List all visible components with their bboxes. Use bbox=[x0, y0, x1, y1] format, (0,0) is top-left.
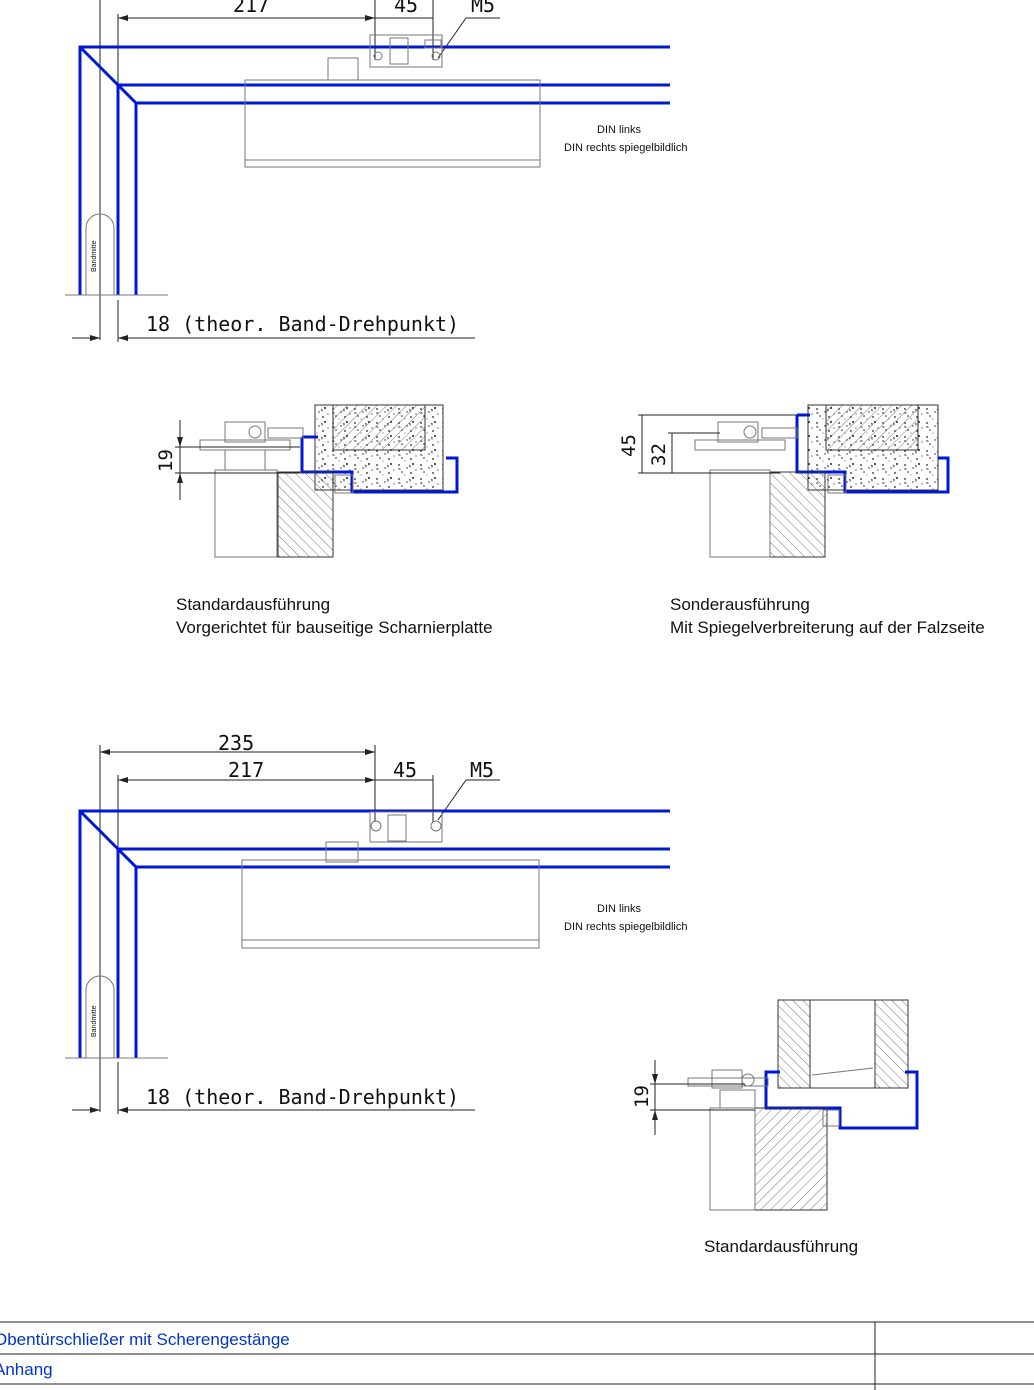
dim-45: 45 bbox=[618, 434, 640, 457]
dim-18-band-drehpunkt: 18 (theor. Band-Drehpunkt) bbox=[146, 1085, 459, 1109]
plan-view-1: 217 45 M5 Bandmitte DIN links DIN re bbox=[65, 0, 688, 342]
caption-standard-2: Standardausführung bbox=[704, 1237, 858, 1256]
plan-view-2: 235 217 45 M5 Bandmitte D bbox=[65, 731, 688, 1114]
din-rechts-note: DIN rechts spiegelbildlich bbox=[564, 142, 688, 154]
dim-235: 235 bbox=[218, 731, 254, 755]
detail-sonder: 45 32 Sonderausführung Mit Spiegelverbre… bbox=[618, 404, 985, 637]
dim-217: 217 bbox=[228, 758, 264, 782]
dim-19: 19 bbox=[631, 1085, 653, 1108]
title-block: Obentürschließer mit Scherengestänge Anh… bbox=[0, 1321, 1034, 1390]
detail-standard: 19 Standardausführung Vorgerichtet für b… bbox=[155, 404, 493, 637]
din-rechts-note: DIN rechts spiegelbildlich bbox=[564, 921, 688, 933]
caption-sonder-sub: Mit Spiegelverbreiterung auf der Falzsei… bbox=[670, 618, 985, 637]
din-links-note: DIN links bbox=[597, 124, 642, 136]
title-row-2: Anhang bbox=[0, 1360, 53, 1379]
caption-standard-sub: Vorgerichtet für bauseitige Scharnierpla… bbox=[176, 618, 493, 637]
caption-standard: Standardausführung bbox=[176, 595, 330, 614]
dim-32: 32 bbox=[648, 443, 670, 466]
dim-18-band-drehpunkt: 18 (theor. Band-Drehpunkt) bbox=[146, 312, 459, 336]
title-row-1: Obentürschließer mit Scherengestänge bbox=[0, 1330, 290, 1349]
dim-m5: M5 bbox=[471, 0, 495, 17]
din-links-note: DIN links bbox=[597, 903, 642, 915]
caption-sonder: Sonderausführung bbox=[670, 595, 810, 614]
dim-m5: M5 bbox=[470, 758, 494, 782]
bandmitte-label: Bandmitte bbox=[91, 240, 98, 272]
dim-45: 45 bbox=[394, 0, 418, 17]
dim-217: 217 bbox=[233, 0, 269, 17]
dim-45: 45 bbox=[393, 758, 417, 782]
bandmitte-label: Bandmitte bbox=[91, 1005, 98, 1037]
dim-19: 19 bbox=[155, 449, 177, 472]
detail-standard-2: 19 Standardausführung bbox=[631, 999, 919, 1256]
